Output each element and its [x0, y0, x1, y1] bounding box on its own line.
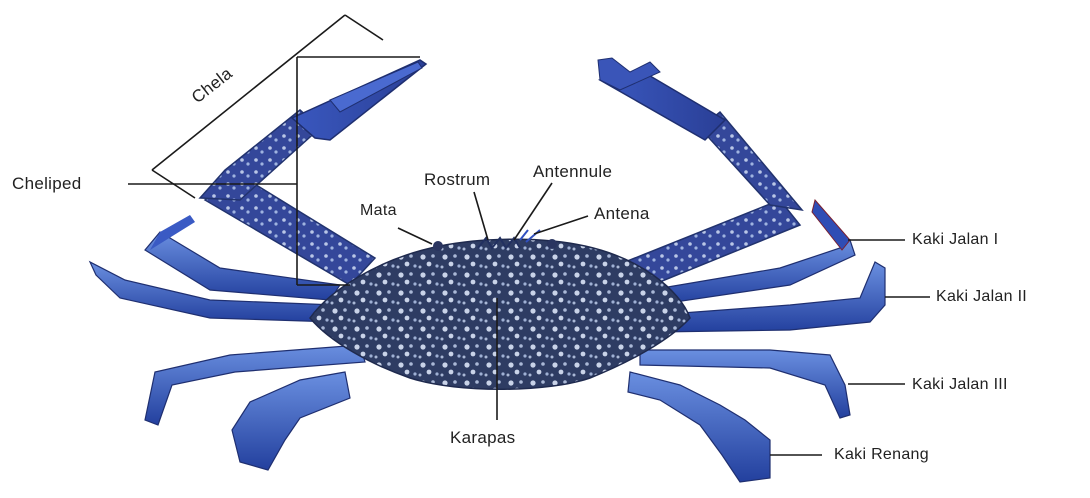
kaki-jalan-3-label: Kaki Jalan III — [912, 376, 1008, 394]
kaki-jalan-2-label: Kaki Jalan II — [936, 288, 1027, 306]
mata-leader — [398, 228, 432, 244]
antena-leader — [534, 216, 588, 234]
rostrum-leader — [474, 192, 488, 240]
karapas-label: Karapas — [450, 428, 515, 448]
antennule-leader — [514, 183, 552, 240]
left-cheliped — [200, 60, 426, 285]
left-eye — [433, 241, 443, 251]
chela-bracket-top — [345, 15, 383, 40]
cheliped-label: Cheliped — [12, 174, 82, 194]
antennule-label: Antennule — [533, 162, 612, 182]
right-swim-leg — [628, 372, 770, 482]
left-swim-leg — [232, 372, 350, 470]
mata-label: Mata — [360, 202, 397, 220]
chela-bracket-main — [152, 15, 345, 170]
kaki-renang-label: Kaki Renang — [834, 446, 929, 464]
right-cheliped — [598, 58, 802, 290]
antena-label: Antena — [594, 204, 650, 224]
kaki-jalan-1-label: Kaki Jalan I — [912, 231, 998, 249]
right-leg-1-tip — [812, 200, 850, 250]
rostrum-label: Rostrum — [424, 170, 490, 190]
right-eye — [547, 239, 557, 249]
